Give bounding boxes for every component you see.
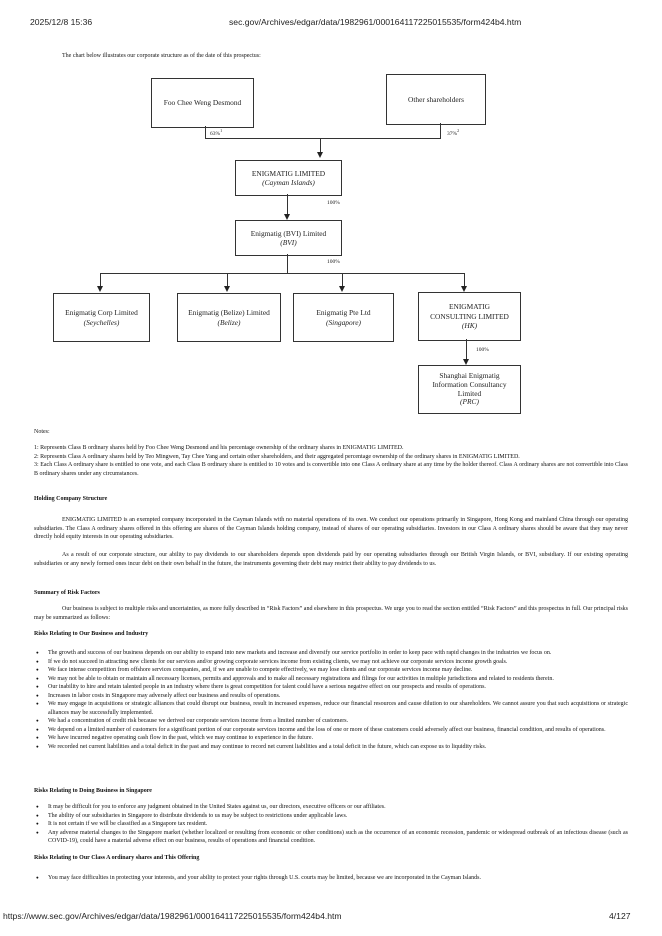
intro-text: The chart below illustrates our corporat… [62, 53, 261, 59]
subsidiary-singapore-box: Enigmatig Pte Ltd(Singapore) [293, 293, 394, 342]
notes-title: Notes: [34, 429, 50, 435]
connector-line [287, 194, 288, 216]
note-item: 3: Each Class A ordinary share is entitl… [34, 462, 628, 477]
connector-line [466, 339, 467, 361]
entity-name: Enigmatig Corp Limited [65, 308, 138, 317]
entity-name: Enigmatig (BVI) Limited [250, 228, 327, 238]
summary-heading: Summary of Risk Factors [34, 590, 100, 596]
entity-jurisdiction: (Seychelles) [83, 317, 120, 327]
list-item: If we do not succeed in attracting new c… [34, 658, 628, 667]
entity-jurisdiction: (HK) [461, 321, 478, 331]
note-item: 2: Represents Class A ordinary shares he… [34, 453, 520, 460]
arrow-down-icon [317, 152, 323, 158]
list-item: We may engage in acquisitions or strateg… [34, 700, 628, 717]
entity-name: Enigmatig Pte Ltd [316, 308, 371, 317]
connector-line [440, 123, 441, 139]
list-item: It may be difficult for you to enforce a… [34, 803, 628, 812]
subsidiary-belize-box: Enigmatig (Belize) Limited(Belize) [177, 293, 281, 342]
shareholder-name: Other shareholders [407, 94, 465, 104]
list-item: Any adverse material changes to the Sing… [34, 829, 628, 846]
arrow-down-icon [461, 286, 467, 292]
ownership-pct-bvi: 100% [327, 200, 340, 206]
print-page-number: 4/127 [609, 911, 631, 921]
list-item: We may not be able to obtain or maintain… [34, 675, 628, 684]
arrow-down-icon [284, 214, 290, 220]
entity-jurisdiction: (Belize) [217, 317, 241, 327]
entity-name: Enigmatig (Belize) Limited [188, 308, 270, 317]
entity-jurisdiction: (Singapore) [325, 317, 362, 327]
other-shareholders-box: Other shareholders [386, 74, 486, 125]
notes-list: 1: Represents Class B ordinary shares he… [34, 444, 628, 478]
shareholder-name: Foo Chee Weng Desmond [163, 98, 242, 108]
risks-business-heading: Risks Relating to Our Business and Indus… [34, 631, 149, 637]
list-item: We had a concentration of credit risk be… [34, 717, 628, 726]
list-item: It is not certain if we will be classifi… [34, 820, 628, 829]
holding-heading: Holding Company Structure [34, 496, 108, 502]
ownership-pct-foo: 63%1 [210, 128, 223, 137]
list-item: We recorded net current liabilities and … [34, 743, 628, 752]
connector-line [320, 138, 321, 154]
enigmatig-limited-box: ENIGMATIG LIMITED(Cayman Islands) [235, 160, 342, 196]
list-item: Our inability to hire and retain talente… [34, 683, 628, 692]
arrow-down-icon [97, 286, 103, 292]
holding-paragraph-2: As a result of our corporate structure, … [34, 552, 628, 567]
entity-jurisdiction: (Cayman Islands) [262, 178, 315, 187]
connector-line [205, 138, 441, 139]
holding-paragraph-1: ENIGMATIG LIMITED is an exempted company… [34, 517, 628, 540]
list-item: We have incurred negative operating cash… [34, 734, 628, 743]
entity-name: Shanghai Enigmatig [439, 371, 500, 381]
list-item: Increases in labor costs in Singapore ma… [34, 692, 628, 701]
shareholder-foo-box: Foo Chee Weng Desmond [151, 78, 254, 128]
ownership-pct-subsidiaries: 100% [327, 259, 340, 265]
risks-offering-heading: Risks Relating to Our Class A ordinary s… [34, 855, 200, 861]
connector-line [342, 273, 343, 287]
entity-name: Information Consultancy [432, 379, 507, 389]
risks-business-list: The growth and success of our business d… [34, 649, 628, 751]
connector-line [100, 273, 101, 287]
print-footer-url: https://www.sec.gov/Archives/edgar/data/… [3, 911, 342, 921]
arrow-down-icon [224, 286, 230, 292]
entity-jurisdiction: (PRC) [460, 397, 479, 407]
connector-line [227, 273, 228, 287]
list-item: The growth and success of our business d… [34, 649, 628, 658]
ownership-pct-shanghai: 100% [476, 347, 489, 353]
summary-paragraph: Our business is subject to multiple risk… [34, 606, 629, 621]
risks-offering-list: You may face difficulties in protecting … [34, 874, 628, 883]
list-item: You may face difficulties in protecting … [34, 874, 628, 883]
risks-singapore-heading: Risks Relating to Doing Business in Sing… [34, 788, 152, 794]
enigmatig-bvi-box: Enigmatig (BVI) Limited(BVI) [235, 220, 342, 256]
risks-singapore-list: It may be difficult for you to enforce a… [34, 803, 628, 846]
entity-jurisdiction: (BVI) [280, 238, 297, 247]
entity-name: ENIGMATIG [448, 302, 491, 312]
connector-line [100, 273, 465, 274]
connector-line [287, 254, 288, 274]
entity-name: ENIGMATIG LIMITED [251, 168, 326, 178]
list-item: We depend on a limited number of custome… [34, 726, 628, 735]
print-datetime: 2025/12/8 15:36 [30, 17, 93, 27]
entity-name: CONSULTING LIMITED [430, 311, 509, 321]
list-item: We face intense competition from offshor… [34, 666, 628, 675]
subsidiary-seychelles-box: Enigmatig Corp Limited(Seychelles) [53, 293, 150, 342]
connector-line [464, 273, 465, 287]
entity-name: Limited [457, 388, 482, 398]
note-item: 1: Represents Class B ordinary shares he… [34, 445, 404, 451]
ownership-pct-others: 37%2 [447, 128, 460, 137]
connector-line [205, 126, 206, 139]
arrow-down-icon [463, 359, 469, 365]
list-item: The ability of our subsidiaries in Singa… [34, 812, 628, 821]
print-page-title: sec.gov/Archives/edgar/data/1982961/0001… [229, 17, 522, 27]
arrow-down-icon [339, 286, 345, 292]
